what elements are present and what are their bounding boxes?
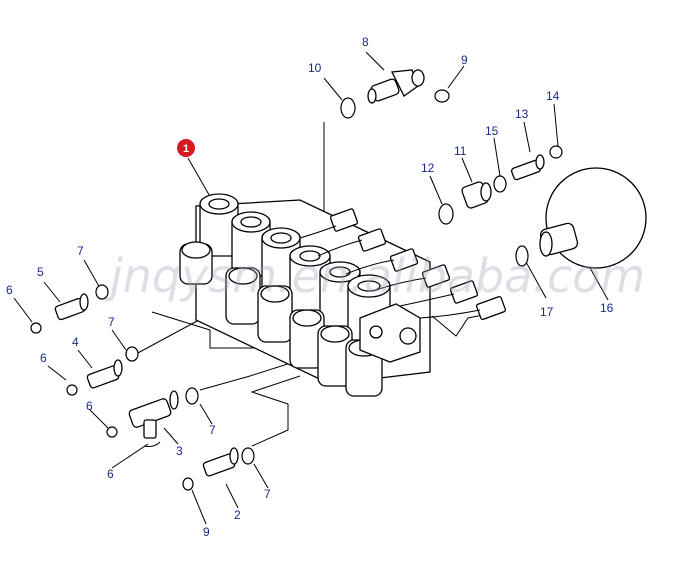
label-part-6: 6 — [107, 467, 114, 481]
elbow-fitting-8 — [367, 69, 425, 104]
label-part-7: 7 — [77, 244, 84, 258]
label-part-9: 9 — [203, 525, 210, 539]
o-ring-6a — [30, 322, 42, 334]
label-part-12: 12 — [421, 161, 435, 175]
fitting-4 — [86, 359, 123, 389]
o-ring-7a — [95, 284, 109, 300]
o-ring-7d — [241, 447, 255, 465]
label-part-5: 5 — [37, 265, 44, 279]
solenoid-coil-2 — [231, 211, 271, 277]
fitting-13 — [510, 154, 545, 181]
part-labels: 8 9 10 14 13 15 11 12 7 5 6 7 4 6 6 3 7 … — [6, 35, 614, 539]
o-ring-17 — [515, 245, 529, 267]
label-part-3: 3 — [176, 444, 183, 458]
o-ring-12 — [438, 203, 454, 225]
label-part-2: 2 — [234, 508, 241, 522]
plug-11 — [461, 181, 492, 209]
watermark: jnqysm.en.alibaba.com — [104, 249, 645, 303]
clip-6 — [143, 441, 161, 447]
label-part-11: 11 — [454, 144, 467, 158]
label-part-7: 7 — [264, 487, 271, 501]
label-part-14: 14 — [546, 89, 560, 103]
label-part-7: 7 — [108, 315, 115, 329]
fitting-5 — [54, 293, 89, 321]
o-ring-9-top — [434, 89, 450, 103]
fitting-3 — [128, 390, 179, 439]
label-part-7: 7 — [209, 423, 216, 437]
o-ring-15 — [493, 175, 507, 193]
label-part-13: 13 — [515, 107, 529, 121]
label-part-4: 4 — [72, 335, 79, 349]
wire-connectors — [299, 208, 507, 321]
fitting-2 — [202, 447, 239, 477]
o-ring-9-bottom — [182, 477, 194, 491]
o-ring-14 — [549, 145, 563, 159]
label-part-6: 6 — [40, 351, 47, 365]
o-ring-7b — [125, 346, 139, 362]
callout-label: 1 — [183, 143, 189, 155]
o-ring-6c — [106, 426, 118, 438]
label-part-6: 6 — [86, 399, 93, 413]
label-part-17: 17 — [540, 305, 554, 319]
label-part-6: 6 — [6, 283, 13, 297]
label-part-16: 16 — [600, 301, 614, 315]
label-part-9: 9 — [461, 53, 468, 67]
callout-1: 1 — [177, 139, 195, 157]
o-ring-7c — [185, 387, 199, 405]
o-ring-6b — [66, 384, 78, 396]
solenoid-coil-1 — [199, 193, 239, 257]
o-ring-10 — [340, 97, 356, 119]
sensor-16 — [539, 167, 647, 269]
label-part-8: 8 — [362, 35, 369, 49]
label-part-10: 10 — [308, 61, 322, 75]
label-part-15: 15 — [485, 124, 499, 138]
